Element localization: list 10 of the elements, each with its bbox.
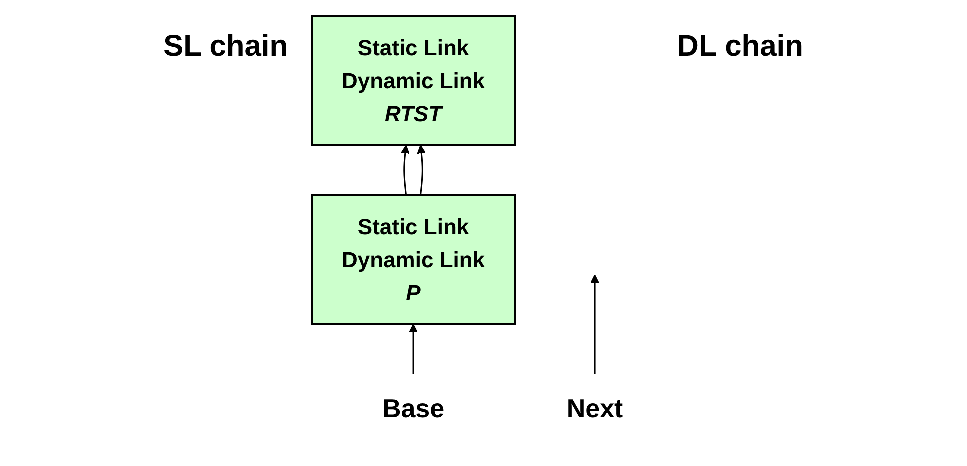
chain-label: DL chain	[676, 30, 804, 64]
chain-label: SL chain	[162, 30, 290, 64]
arrow	[409, 324, 418, 374]
record-box: Static Link Dynamic Link RTST	[311, 16, 516, 146]
pointer-label: Next	[566, 394, 624, 424]
pointer-label: Base	[382, 394, 445, 424]
arrow	[401, 145, 410, 196]
arrow	[417, 145, 426, 196]
record-box: Static Link Dynamic Link P	[311, 194, 516, 326]
arrow	[590, 274, 600, 374]
